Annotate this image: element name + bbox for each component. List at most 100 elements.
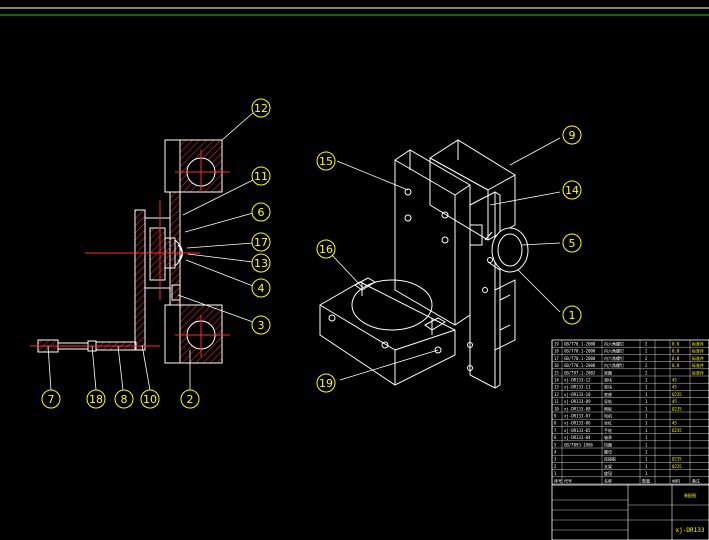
bom-cell-qty: 1 bbox=[645, 421, 648, 426]
bom-cell-no: 13 bbox=[554, 385, 559, 390]
bom-cell-code: GB/T70.1-2008 bbox=[564, 342, 596, 347]
balloon-19: 19 bbox=[316, 373, 336, 393]
bom-cell-name: 螺母 bbox=[604, 449, 612, 455]
bom-cell-no: 3 bbox=[554, 457, 557, 462]
bom-cell-no: 7 bbox=[554, 428, 557, 433]
bom-cell-no: 8 bbox=[554, 421, 557, 426]
bom-cell-code: xj-DR133-07 bbox=[564, 414, 591, 419]
balloon-label: 14 bbox=[565, 184, 579, 197]
balloon-label: 3 bbox=[258, 319, 265, 332]
balloon-13: 13 bbox=[251, 253, 271, 273]
balloon-label: 17 bbox=[254, 236, 268, 249]
isometric-view bbox=[319, 139, 529, 389]
balloon-18: 18 bbox=[86, 389, 106, 409]
balloon-label: 19 bbox=[319, 377, 333, 390]
bom-cell-qty: 2 bbox=[645, 349, 648, 354]
slider-block bbox=[149, 227, 166, 281]
balloon-3: 3 bbox=[251, 315, 271, 335]
bom-cell-name: 挡圈 bbox=[604, 441, 612, 447]
bom-cell-qty: 1 bbox=[645, 392, 648, 397]
balloon-15: 15 bbox=[316, 151, 336, 171]
balloon-label: 16 bbox=[319, 243, 333, 256]
bom-cell-no: 11 bbox=[554, 399, 559, 404]
bom-cell-name: 内六角螺钉 bbox=[604, 348, 624, 354]
balloon-2: 2 bbox=[180, 389, 200, 409]
bom-cell-code: xj-DR133-09 bbox=[564, 399, 591, 404]
bom-cell-mat: Q235 bbox=[672, 392, 682, 397]
base-plate bbox=[319, 281, 456, 386]
bom-cell-note: 标准件 bbox=[692, 348, 704, 354]
bom-cell-name: 导轨 bbox=[604, 398, 612, 404]
bom-cell-mat: 8.8 bbox=[672, 342, 680, 347]
bom-cell-mat: 45 bbox=[672, 421, 677, 426]
balloon-label: 11 bbox=[254, 170, 268, 183]
bom-cell-name: 底座 bbox=[604, 391, 612, 397]
bom-cell-no: 4 bbox=[554, 450, 557, 455]
bom-cell-code: GB/T70.1-2008 bbox=[564, 349, 596, 354]
bom-cell-mat: 45 bbox=[672, 385, 677, 390]
bom-cell-no: 17 bbox=[554, 356, 559, 361]
bom-cell-mat: Q235 bbox=[672, 406, 682, 411]
balloon-label: 12 bbox=[254, 102, 268, 115]
bom-cell-name: 垫圈 bbox=[604, 369, 612, 375]
bom-cell-qty: 1 bbox=[645, 457, 648, 462]
bom-cell-no: 18 bbox=[554, 349, 559, 354]
bom-cell-name: 垫块 bbox=[604, 384, 612, 390]
balloon-8: 8 bbox=[114, 389, 134, 409]
bom-cell-no: 14 bbox=[554, 378, 559, 383]
bom-cell-name: 滑块 bbox=[604, 377, 612, 383]
balloon-5: 5 bbox=[562, 233, 582, 253]
bom-cell-code: xj-DR133-12 bbox=[564, 378, 591, 383]
balloon-label: 15 bbox=[319, 155, 333, 168]
drawing-number: xj-DR133 bbox=[676, 527, 705, 534]
bom-header-qty: 数量 bbox=[642, 477, 650, 483]
bom-cell-name: 支架 bbox=[604, 463, 612, 469]
balloon-10: 10 bbox=[140, 389, 160, 409]
bom-cell-qty: 1 bbox=[645, 385, 648, 390]
bom-cell-code: GB/T70.1-2008 bbox=[564, 356, 596, 361]
bom-cell-qty: 2 bbox=[645, 356, 648, 361]
bom-cell-no: 9 bbox=[554, 414, 557, 419]
bom-cell-qty: 1 bbox=[645, 378, 648, 383]
bom-cell-code: GB/T70.1-2008 bbox=[564, 363, 596, 368]
bom-cell-note: 标准件 bbox=[692, 362, 704, 368]
balloon-label: 18 bbox=[89, 393, 103, 406]
bom-cell-name: 丝杠 bbox=[604, 420, 612, 426]
bom-cell-mat: 8.8 bbox=[672, 349, 680, 354]
bom-cell-qty: 2 bbox=[645, 363, 648, 368]
bom-cell-code: xj-DR133-04 bbox=[564, 435, 591, 440]
bom-cell-mat: Q235 bbox=[672, 464, 682, 469]
bom-cell-code: xj-DR133-10 bbox=[564, 392, 591, 397]
balloon-label: 7 bbox=[48, 393, 55, 406]
bom-cell-mat: 45 bbox=[672, 399, 677, 404]
bom-header-name: 名称 bbox=[604, 477, 612, 483]
balloon-16: 16 bbox=[316, 239, 336, 259]
bom-cell-no: 19 bbox=[554, 342, 559, 347]
iso-leaders bbox=[329, 137, 561, 381]
knob bbox=[491, 227, 529, 273]
side-plate bbox=[134, 209, 146, 351]
balloon-label: 13 bbox=[254, 257, 268, 270]
bom-cell-code: xj-DR133-06 bbox=[564, 421, 591, 426]
bom-cell-qty: 2 bbox=[645, 342, 648, 347]
bom-cell-name: 电机 bbox=[604, 413, 612, 419]
bom-cell-qty: 1 bbox=[645, 399, 648, 404]
bom-cell-name: 内六角螺钉 bbox=[604, 355, 624, 361]
bom-cell-name: 内六角螺钉 bbox=[604, 341, 624, 347]
bom-cell-qty: 1 bbox=[645, 414, 648, 419]
bom-cell-code: GB/T893-1986 bbox=[564, 442, 593, 447]
bom-header-code: 代号 bbox=[564, 477, 572, 483]
bom-cell-note: 标准件 bbox=[692, 355, 704, 361]
bom-cell-code: xj-DR133-05 bbox=[564, 428, 591, 433]
base-bore bbox=[351, 279, 433, 331]
bom-cell-qty: 1 bbox=[645, 464, 648, 469]
bom-cell-code: xj-DR133-08 bbox=[564, 406, 591, 411]
bom-cell-no: 1 bbox=[554, 471, 557, 476]
balloon-17: 17 bbox=[251, 232, 271, 252]
bom-header-mat: 材料 bbox=[672, 477, 680, 483]
bom-cell-no: 10 bbox=[554, 406, 559, 411]
bom-cell-qty: 1 bbox=[645, 428, 648, 433]
